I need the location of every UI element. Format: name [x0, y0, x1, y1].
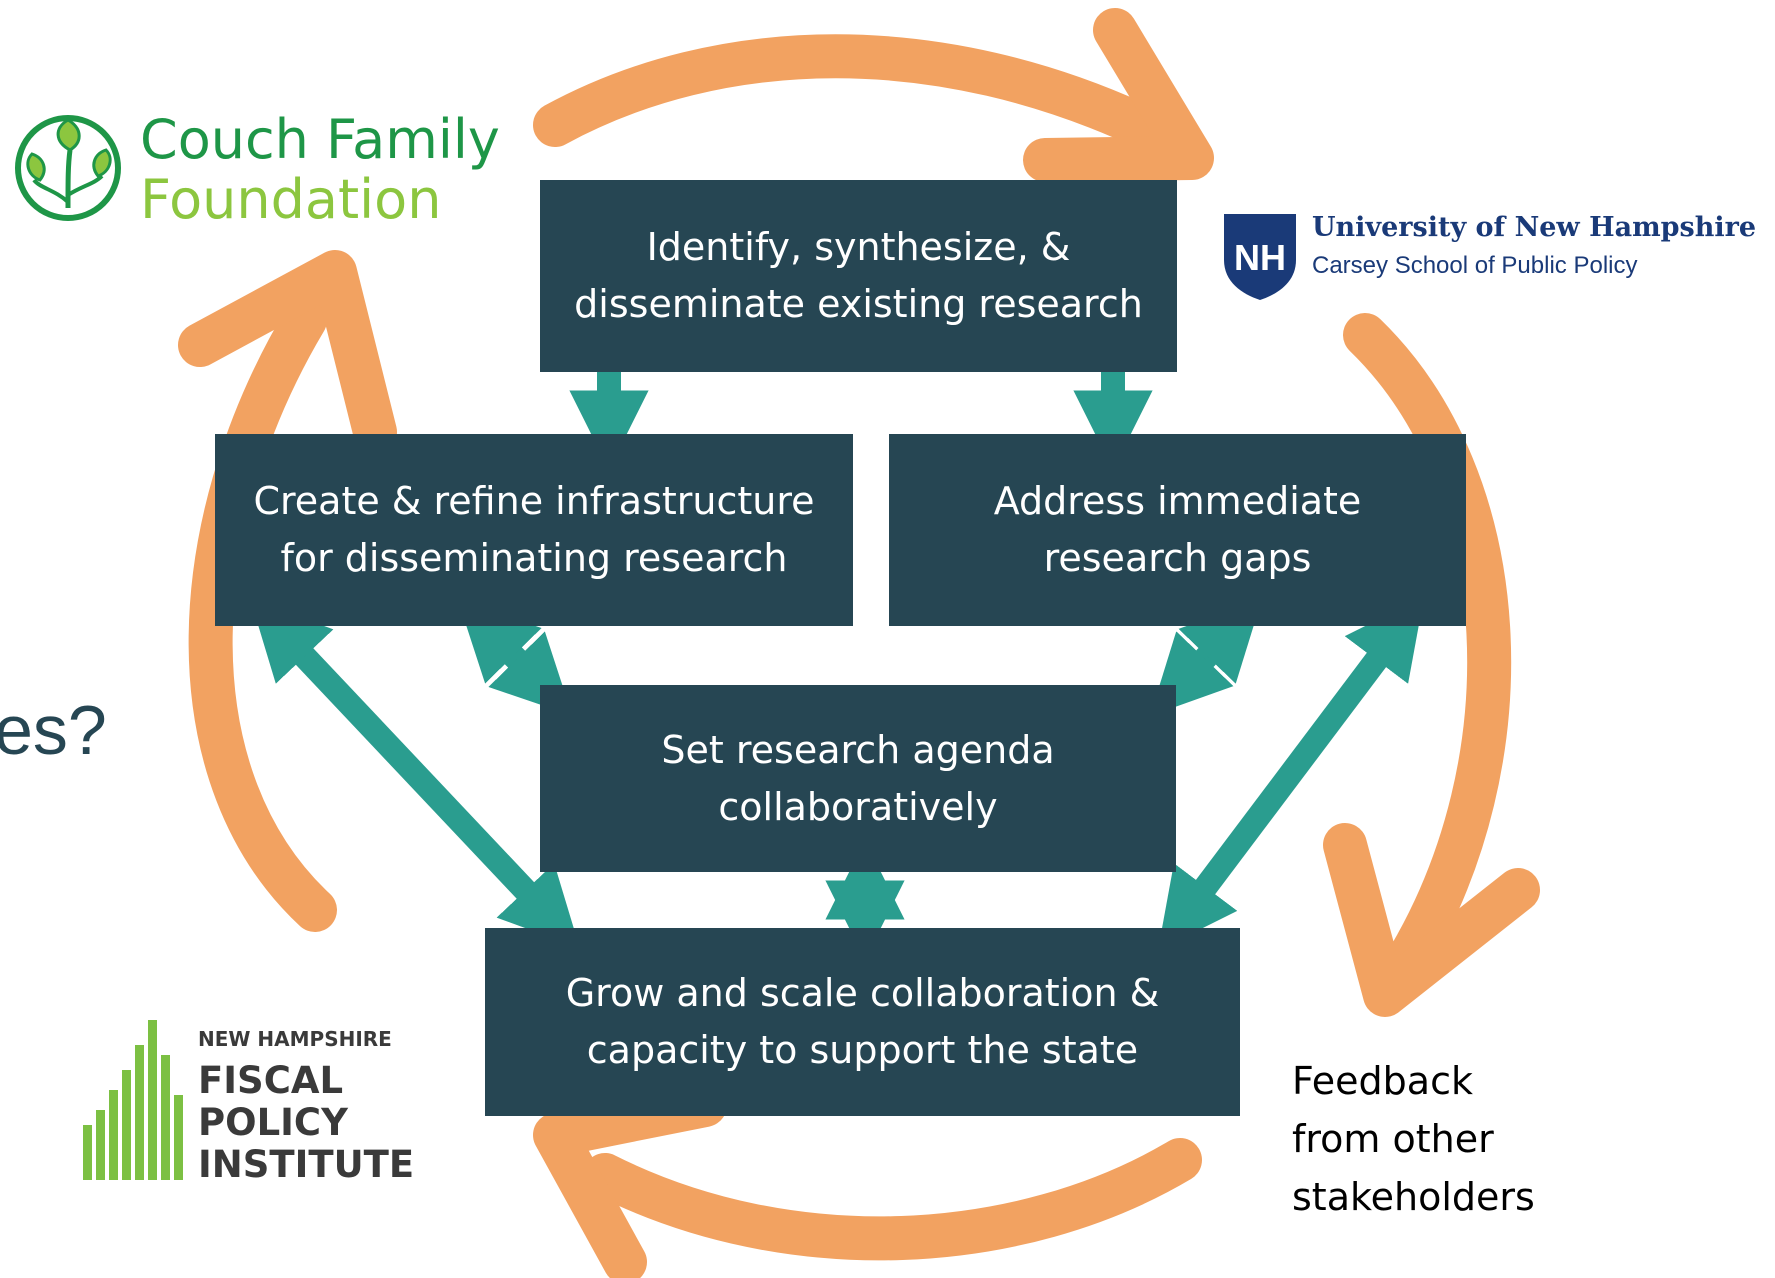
unh-carsey-logo: NH University of New Hampshire Carsey Sc… — [1220, 210, 1765, 305]
feedback-note: Feedback from other stakeholders — [1292, 1059, 1535, 1219]
arrow-address-grow — [1157, 596, 1425, 951]
partial-slide-text: es? — [0, 691, 107, 769]
couch-logo-line1: Couch Family — [140, 108, 500, 171]
cycle-arrow-right — [1343, 313, 1512, 987]
bar-graph-icon — [83, 1020, 183, 1180]
cycle-arrow-top-head — [1023, 8, 1214, 182]
box-address-research-gaps: Address immediate research gaps — [889, 434, 1466, 626]
box-set-research-agenda: Set research agenda collaboratively — [540, 685, 1176, 872]
box-grow-collaboration: Grow and scale collaboration & capacity … — [485, 928, 1240, 1116]
arrow-create-agenda — [457, 599, 573, 716]
unh-logo-line1: University of New Hampshire — [1312, 212, 1757, 243]
fpi-logo-fiscal: FISCAL — [198, 1059, 344, 1102]
box-identify-research: Identify, synthesize, & disseminate exis… — [540, 180, 1177, 372]
box-create-infrastructure: Create & refine infrastructure for disse… — [215, 434, 853, 626]
fpi-logo-policy: POLICY — [198, 1101, 348, 1144]
arrow-address-agenda — [1150, 599, 1262, 716]
arrow-create-grow — [250, 598, 580, 949]
cycle-arrow-left-head — [178, 250, 397, 454]
fiscal-policy-institute-logo: NEW HAMPSHIRE FISCAL POLICY INSTITUTE — [80, 1015, 420, 1186]
unh-shield-icon: NH — [1224, 214, 1296, 300]
fpi-logo-state: NEW HAMPSHIRE — [198, 1027, 392, 1051]
unh-shield-text: NH — [1234, 237, 1286, 278]
couch-logo-line2: Foundation — [140, 168, 442, 231]
cycle-arrow-top — [533, 34, 1172, 152]
cycle-arrow-bottom — [583, 1138, 1202, 1261]
leaf-circle-icon — [15, 115, 121, 221]
couch-family-foundation-logo: Couch Family Foundation — [10, 110, 510, 230]
fpi-logo-institute: INSTITUTE — [198, 1143, 415, 1186]
unh-logo-line2: Carsey School of Public Policy — [1312, 252, 1638, 279]
